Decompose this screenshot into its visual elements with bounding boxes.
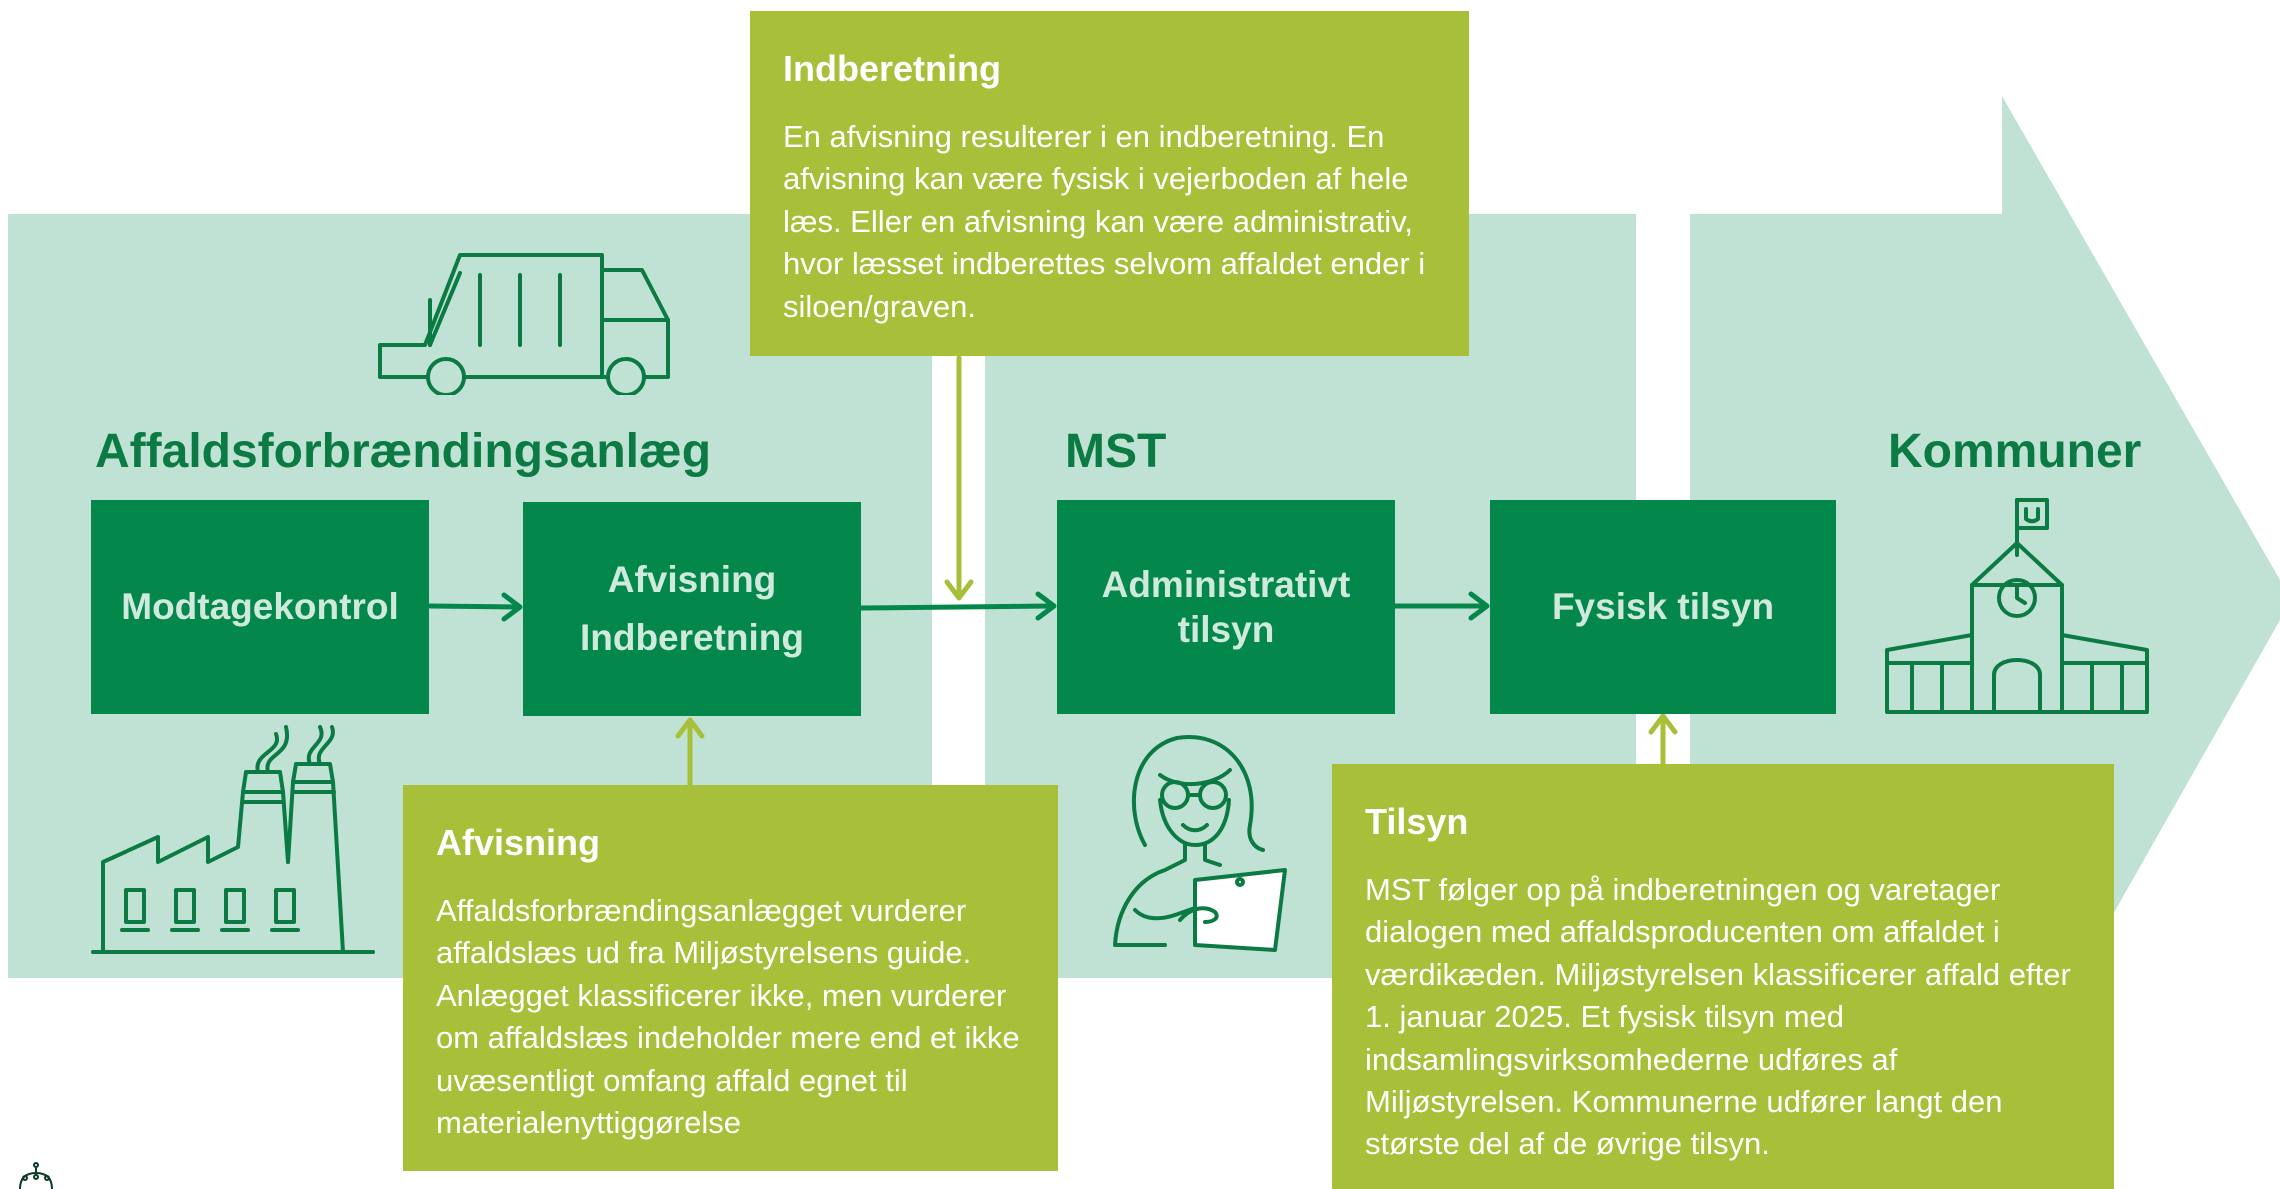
section-title-kommuner: Kommuner: [1888, 425, 2142, 478]
callout-indberetning-title: Indberetning: [783, 48, 1001, 89]
factory-icon: [91, 725, 375, 954]
callout-tilsyn-title: Tilsyn: [1365, 801, 1469, 842]
callout-afvisning-body: Affaldsforbrændingsanlægget vurderer aff…: [436, 893, 1020, 1141]
section-title-anlaeg: Affaldsforbrændingsanlæg: [95, 425, 712, 478]
process-label-tilsyn: tilsyn: [1177, 609, 1275, 650]
process-box-afvisning: Afvisning Indberetning: [523, 502, 861, 716]
person-tablet-icon: [1113, 734, 1287, 952]
town-hall-icon: [1885, 498, 2149, 714]
process-label-indberetning: Indberetning: [579, 617, 805, 658]
process-label-afvisning: Afvisning: [607, 559, 777, 600]
process-box-modtagekontrol: Modtagekontrol: [91, 500, 429, 714]
callout-afvisning-title: Afvisning: [436, 822, 601, 863]
section-title-mst: MST: [1065, 425, 1167, 478]
garbage-truck-icon: [378, 253, 670, 395]
callout-indberetning: Indberetning En afvisning resulterer i e…: [750, 11, 1469, 356]
crown-logo-icon: [19, 1162, 53, 1189]
callout-afvisning: Afvisning Affaldsforbrændingsanlægget vu…: [403, 785, 1058, 1171]
callout-tilsyn-body: MST følger op på indberetningen og varet…: [1365, 872, 2071, 1162]
process-label-administrativt: Administrativt: [1101, 564, 1351, 605]
process-label-modtagekontrol: Modtagekontrol: [121, 586, 399, 627]
process-box-fysisk-tilsyn: Fysisk tilsyn: [1490, 500, 1836, 714]
process-label-fysisk-tilsyn: Fysisk tilsyn: [1551, 586, 1775, 627]
callout-indberetning-body: En afvisning resulterer i en indberetnin…: [783, 119, 1426, 324]
callout-tilsyn: Tilsyn MST følger op på indberetningen o…: [1332, 764, 2114, 1189]
process-box-administrativt-tilsyn: Administrativt tilsyn: [1057, 500, 1395, 714]
